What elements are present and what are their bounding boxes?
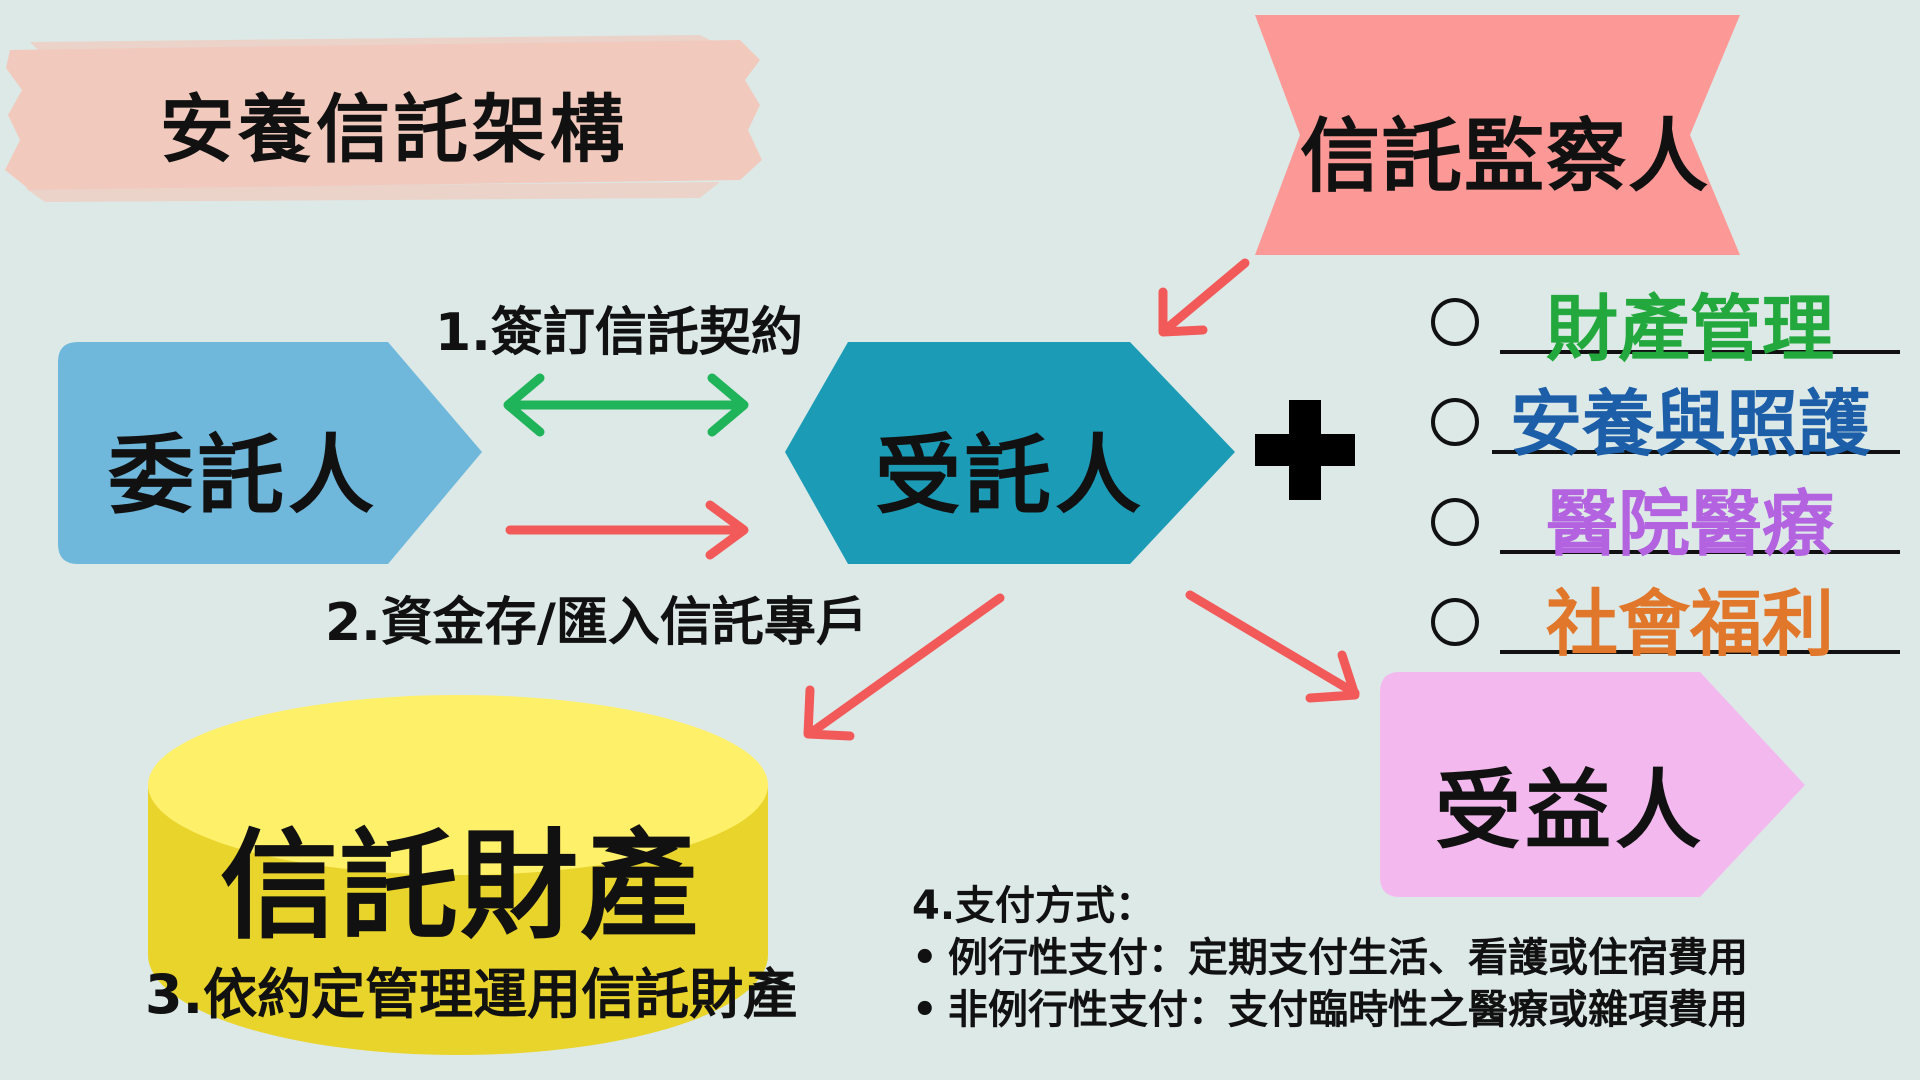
contract-arrow	[503, 373, 749, 437]
bullet-icon: •	[912, 935, 938, 981]
bullet-icon: •	[912, 987, 938, 1033]
settlor-label: 委託人	[108, 426, 378, 526]
title-brush	[5, 35, 762, 202]
payment-item: •例行性支付：定期支付生活、看護或住宿費用	[912, 932, 1748, 984]
trustee-shape	[785, 342, 1235, 564]
plus-icon	[1255, 400, 1355, 500]
supervisor-shape	[1255, 15, 1740, 255]
settlor-shape	[58, 342, 482, 564]
step1-label: 1.簽訂信託契約	[435, 303, 803, 363]
trustee-label: 受託人	[875, 426, 1145, 526]
funding-arrow	[505, 500, 749, 560]
service-medical: 醫院醫療	[1545, 482, 1834, 566]
trust-property-label: 信託財產	[219, 817, 700, 955]
payment-item: •非例行性支付：支付臨時性之醫療或雜項費用	[912, 984, 1748, 1036]
payment-arrow	[1185, 590, 1360, 703]
management-arrow	[803, 593, 1005, 741]
page-title: 安養信託架構	[160, 87, 628, 173]
circle-icon	[1431, 398, 1479, 446]
service-property-management: 財產管理	[1545, 287, 1834, 371]
trust-property-cylinder	[148, 695, 768, 1055]
payment-heading: 4.支付方式：	[912, 883, 1156, 929]
supervisor-label: 信託監察人	[1300, 110, 1710, 203]
circle-icon	[1431, 598, 1479, 646]
service-elderly-care: 安養與照護	[1509, 382, 1870, 466]
payment-methods: 4.支付方式： •例行性支付：定期支付生活、看護或住宿費用 •非例行性支付：支付…	[912, 880, 1748, 1036]
step3-label: 3.依約定管理運用信託財產	[145, 963, 798, 1026]
service-social-welfare: 社會福利	[1545, 582, 1834, 666]
beneficiary-shape	[1380, 672, 1805, 897]
step2-label: 2.資金存/匯入信託專戶	[325, 593, 868, 653]
circle-icon	[1431, 498, 1479, 546]
payment-item-text: 非例行性支付：支付臨時性之醫療或雜項費用	[948, 987, 1748, 1033]
beneficiary-label: 受益人	[1435, 761, 1705, 861]
supervisor-arrow	[1158, 258, 1250, 337]
payment-item-text: 例行性支付：定期支付生活、看護或住宿費用	[948, 935, 1748, 981]
circle-icon	[1431, 298, 1479, 346]
